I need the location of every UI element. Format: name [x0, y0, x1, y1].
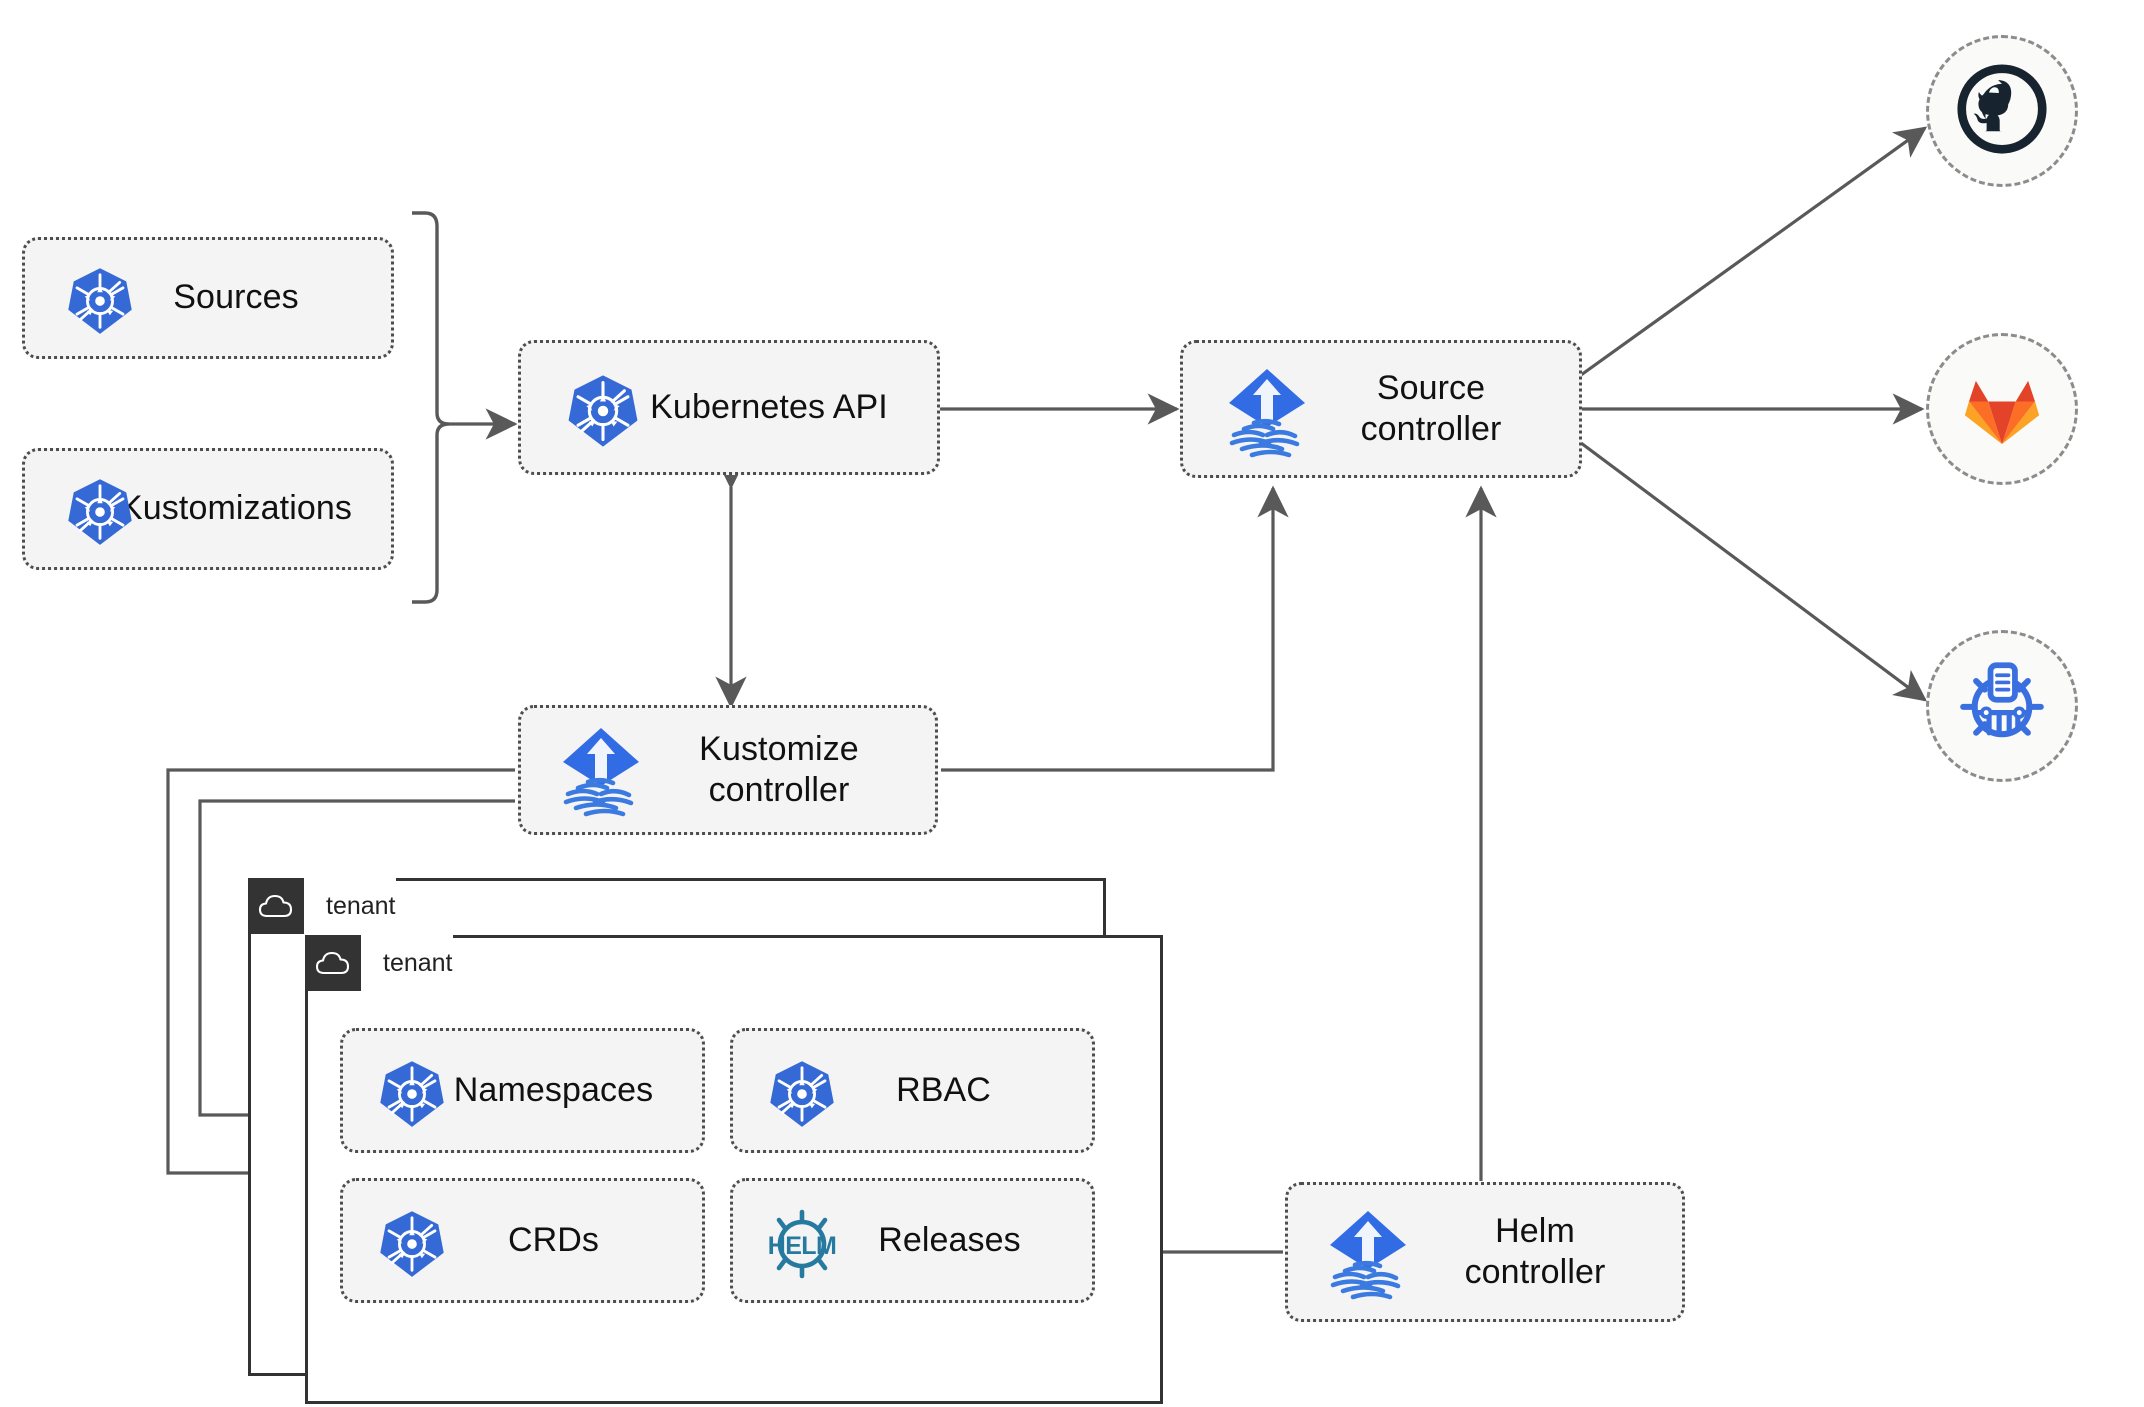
- node-kubernetes-api[interactable]: Kubernetes API: [518, 340, 940, 475]
- resource-label: Sources: [173, 278, 299, 317]
- tenant-resource-namespaces[interactable]: Namespaces: [340, 1028, 705, 1153]
- cloud-icon: [305, 935, 361, 991]
- tenant-resource-rbac[interactable]: RBAC: [730, 1028, 1095, 1153]
- edge-sourcectrl-helmrepo: [1580, 441, 1928, 702]
- tenant-label: tenant: [383, 948, 453, 977]
- kubernetes-icon: [65, 477, 135, 547]
- tenant-label: tenant: [326, 891, 396, 920]
- tenant-header: tenant: [248, 878, 396, 934]
- tenant-resource-label: Releases: [878, 1220, 1021, 1259]
- kubernetes-icon: [65, 266, 135, 336]
- group-brace: [412, 211, 450, 604]
- kubernetes-icon: [377, 1209, 447, 1279]
- kubernetes-icon: [767, 1059, 837, 1129]
- node-helm-controller[interactable]: Helm controller: [1285, 1182, 1685, 1322]
- flux-icon: [1320, 1205, 1416, 1305]
- tenant-resource-label: CRDs: [507, 1220, 600, 1259]
- tenant-container-front[interactable]: tenant: [305, 935, 1163, 1404]
- tenant-resource-label: RBAC: [896, 1070, 991, 1109]
- tenant-resource-crds[interactable]: CRDs: [340, 1178, 705, 1303]
- helm-repo-icon: [1956, 658, 2048, 755]
- helm-icon: HELM: [759, 1207, 845, 1281]
- resource-card-sources[interactable]: Sources: [22, 237, 394, 359]
- node-label: Source controller: [1360, 368, 1502, 448]
- edge-kustomizectrl-sourcectrl: [941, 485, 1289, 772]
- external-gitlab[interactable]: [1926, 333, 2078, 485]
- tenant-header: tenant: [305, 935, 453, 991]
- resource-label: Kustomizations: [120, 489, 352, 528]
- gitlab-icon: [1958, 365, 2046, 454]
- node-label: Kustomize controller: [699, 729, 859, 809]
- node-kustomize-controller[interactable]: Kustomize controller: [518, 705, 938, 835]
- kubernetes-icon: [565, 373, 641, 449]
- flux-icon: [1219, 363, 1315, 463]
- external-github[interactable]: [1926, 35, 2078, 187]
- tenant-resource-releases[interactable]: HELM Releases: [730, 1178, 1095, 1303]
- edge-sourcectrl-github: [1580, 126, 1928, 377]
- external-helm-repository[interactable]: [1926, 630, 2078, 782]
- svg-text:HELM: HELM: [768, 1232, 836, 1260]
- node-label: Helm controller: [1464, 1211, 1606, 1291]
- kubernetes-icon: [377, 1059, 447, 1129]
- node-source-controller[interactable]: Source controller: [1180, 340, 1582, 478]
- github-icon: [1956, 63, 2048, 160]
- resource-card-kustomizations[interactable]: Kustomizations: [22, 448, 394, 570]
- cloud-icon: [248, 878, 304, 934]
- flux-icon: [553, 722, 649, 822]
- node-label: Kubernetes API: [650, 387, 888, 426]
